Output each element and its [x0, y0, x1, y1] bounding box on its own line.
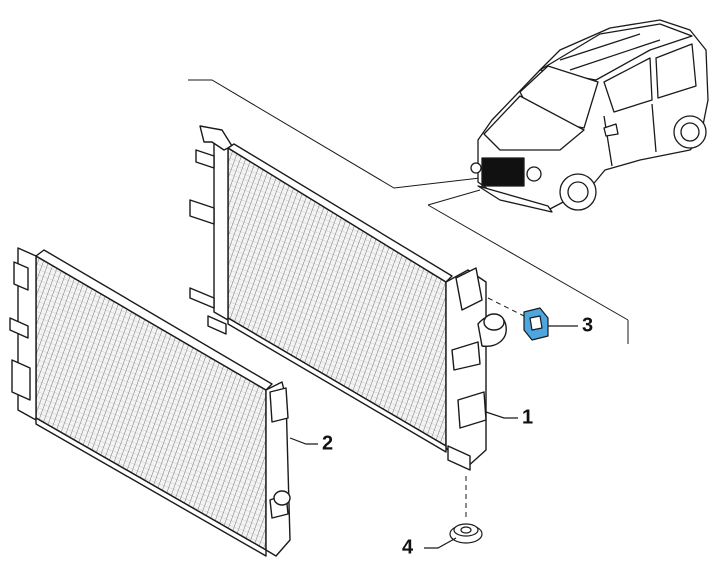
- callout-1: 1: [522, 406, 533, 428]
- vehicle-reference-icon: [470, 19, 709, 213]
- reference-leader-lines: [188, 79, 629, 344]
- callout-4: 4: [402, 536, 414, 558]
- callout-3: 3: [582, 314, 593, 336]
- callout-leaders: [289, 325, 578, 549]
- plug-part: [449, 523, 483, 544]
- bracket-dash-line: [487, 297, 525, 317]
- callout-2: 2: [322, 432, 333, 454]
- grille-highlight: [481, 157, 525, 187]
- condenser-assembly: [9, 247, 291, 557]
- bracket-part: [523, 307, 549, 341]
- radiator-assembly: [189, 125, 507, 471]
